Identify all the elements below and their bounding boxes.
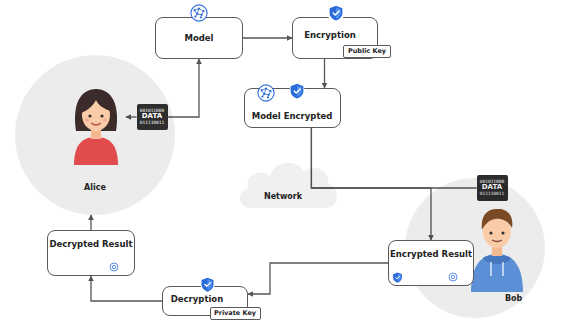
data-icon: 001011000DATA011110011 <box>137 104 168 130</box>
node-label: Encrypted Result <box>390 249 472 259</box>
alice-figure <box>68 85 124 165</box>
text-group: Decrypted Result <box>50 239 133 249</box>
node-label: Decrypted Result <box>50 239 133 249</box>
process-box: EncryptionPublic Key <box>292 17 378 59</box>
connector-arrow <box>248 263 388 294</box>
text-group: Encrypted Result <box>390 249 472 259</box>
connector-arrow <box>324 59 325 88</box>
node-label: Public Key <box>348 48 386 56</box>
connector-arrow <box>243 37 292 38</box>
text-group: Public Key <box>348 48 386 56</box>
key-tag: Public Key <box>343 45 391 58</box>
text-group: Bob <box>505 294 522 303</box>
node-label: Encryption <box>304 30 356 40</box>
text-group: Encryption <box>304 30 356 40</box>
text-group: Alice <box>15 183 175 192</box>
node-label: Bob <box>505 294 522 303</box>
process-box: Decrypted Result <box>47 230 135 276</box>
connector-arrow <box>311 128 476 188</box>
network-cloud: Network <box>236 152 340 212</box>
data-text: 011110011 <box>140 121 164 126</box>
text-group: Model <box>184 33 213 43</box>
node-label: Decryption <box>171 294 224 304</box>
text-group: 001011000DATA011110011 <box>140 109 164 126</box>
node-label: Private Key <box>214 310 256 318</box>
process-box: Model Encrypted <box>244 88 341 128</box>
shield-icon <box>392 272 403 283</box>
result-icon <box>109 262 119 272</box>
node-label: Network <box>264 192 302 201</box>
shield-icon <box>289 83 305 99</box>
network-cloud <box>236 152 340 212</box>
text-group: Private Key <box>214 310 256 318</box>
text-group: Model Encrypted <box>252 111 333 121</box>
bob-figure <box>467 200 527 292</box>
data-text: DATA <box>140 113 164 120</box>
person-node: Alice <box>15 55 175 215</box>
process-box: Model <box>155 17 243 59</box>
process-box: Encrypted Result <box>388 240 474 286</box>
model-icon <box>190 4 208 22</box>
model-icon <box>257 84 275 102</box>
connector-arrow <box>90 215 91 230</box>
node-label: Model <box>184 33 213 43</box>
node-label: Alice <box>15 183 175 192</box>
shield-icon <box>200 277 215 292</box>
connector-arrow <box>168 59 200 117</box>
shield-icon <box>328 5 344 21</box>
key-tag: Private Key <box>210 307 261 320</box>
text-group: Decryption <box>171 294 224 304</box>
process-box: DecryptionPrivate Key <box>162 286 248 316</box>
connector-arrow <box>91 276 162 301</box>
node-label: Model Encrypted <box>252 111 333 121</box>
text-group: Network <box>264 192 302 201</box>
result-icon <box>448 272 458 282</box>
